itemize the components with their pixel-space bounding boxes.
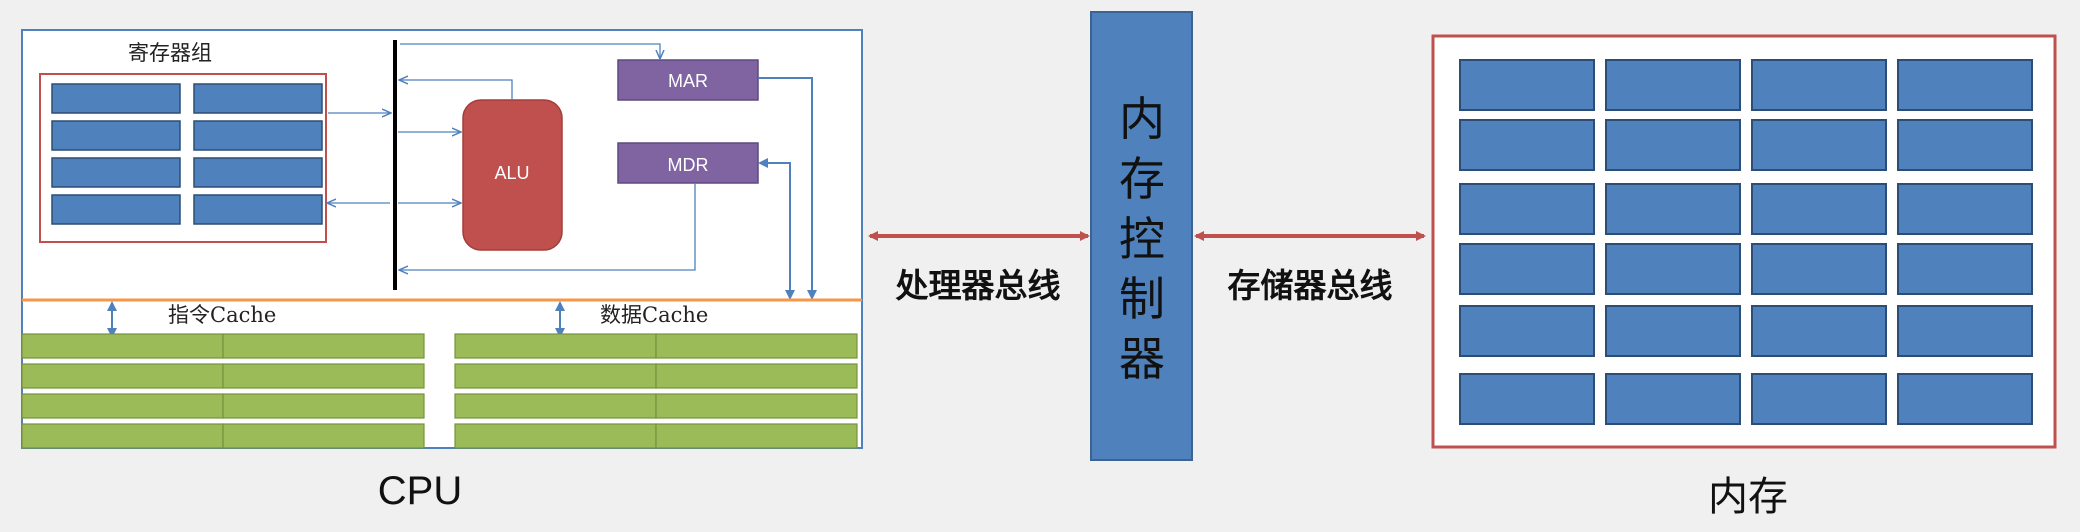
- cache-line-cell: [655, 333, 858, 359]
- cache-line-cell: [21, 363, 224, 389]
- memory-block: [1431, 34, 2057, 449]
- register-cells: [51, 83, 323, 225]
- memory-controller-char-4: 制: [1119, 272, 1165, 326]
- mar-to-cache-arrow: [758, 77, 817, 300]
- memory-controller-char-1: 内: [1119, 92, 1165, 146]
- cache-lines: [21, 333, 858, 449]
- memory-label: 内存: [1708, 475, 1788, 519]
- memory-cell: [1459, 305, 1595, 357]
- memory-cell: [1751, 373, 1887, 425]
- memory-cell: [1459, 119, 1595, 171]
- memory-cell: [1605, 373, 1741, 425]
- register-cell: [51, 120, 181, 151]
- memory-cell: [1605, 119, 1741, 171]
- memory-cell: [1459, 243, 1595, 295]
- memory-cell: [1897, 183, 2033, 235]
- bus-to-mar-arrow: [400, 43, 660, 58]
- memory-cell: [1897, 59, 2033, 111]
- cache-line-cell: [454, 393, 657, 419]
- memory-cell: [1459, 183, 1595, 235]
- data-cache-label: 数据Cache: [600, 303, 708, 327]
- register-cell: [193, 194, 323, 225]
- alu-label: ALU: [494, 163, 529, 183]
- cache-line-cell: [222, 423, 425, 449]
- mdr-cache-arrow: [758, 158, 795, 300]
- mdr-register: MDR: [617, 142, 759, 184]
- register-cell: [193, 120, 323, 151]
- memory-cell: [1605, 183, 1741, 235]
- memory-cells: [1459, 59, 2033, 425]
- memory-cell: [1751, 119, 1887, 171]
- memory-cell: [1751, 305, 1887, 357]
- register-group-label: 寄存器组: [128, 41, 212, 65]
- memory-cell: [1459, 59, 1595, 111]
- register-cell: [51, 157, 181, 188]
- memory-cell: [1897, 243, 2033, 295]
- alu: ALU: [462, 99, 563, 251]
- memory-cell: [1751, 183, 1887, 235]
- mdr-label: MDR: [668, 155, 709, 175]
- memory-cell: [1605, 305, 1741, 357]
- mdr-to-bus-arrow: [400, 183, 696, 270]
- mar-register: MAR: [617, 59, 759, 101]
- memory-cell: [1897, 373, 2033, 425]
- memory-controller-char-2: 存: [1119, 152, 1165, 206]
- cache-line-cell: [655, 423, 858, 449]
- processor-bus-label: 处理器总线: [895, 266, 1061, 305]
- memory-cell: [1897, 119, 2033, 171]
- instr-cache-label: 指令Cache: [168, 303, 276, 327]
- memory-cell: [1897, 305, 2033, 357]
- cache-line-cell: [21, 333, 224, 359]
- register-group: 寄存器组: [39, 41, 327, 243]
- cache-line-cell: [454, 423, 657, 449]
- cache-line-cell: [454, 363, 657, 389]
- register-cell: [51, 83, 181, 114]
- cache-line-cell: [21, 423, 224, 449]
- register-cell: [51, 194, 181, 225]
- memory-controller-char-3: 控: [1119, 212, 1165, 266]
- cache-line-cell: [222, 333, 425, 359]
- cache-line-cell: [655, 393, 858, 419]
- memory-cell: [1751, 59, 1887, 111]
- memory-cell: [1751, 243, 1887, 295]
- register-cell: [193, 83, 323, 114]
- memory-controller: 内 存 控 制 器: [1090, 11, 1193, 461]
- register-cell: [193, 157, 323, 188]
- cache-line-cell: [21, 393, 224, 419]
- memory-controller-char-5: 器: [1119, 332, 1165, 386]
- storage-bus-label: 存储器总线: [1228, 266, 1393, 305]
- cache-line-cell: [454, 333, 657, 359]
- cache-line-cell: [222, 393, 425, 419]
- alu-to-bus-arrow: [400, 80, 513, 100]
- mar-label: MAR: [668, 71, 708, 91]
- cpu-label: CPU: [378, 469, 462, 513]
- memory-cell: [1605, 243, 1741, 295]
- cache-line-cell: [655, 363, 858, 389]
- memory-cell: [1605, 59, 1741, 111]
- memory-cell: [1459, 373, 1595, 425]
- cpu-block: 寄存器组 ALU MAR MDR: [21, 29, 863, 449]
- cache-line-cell: [222, 363, 425, 389]
